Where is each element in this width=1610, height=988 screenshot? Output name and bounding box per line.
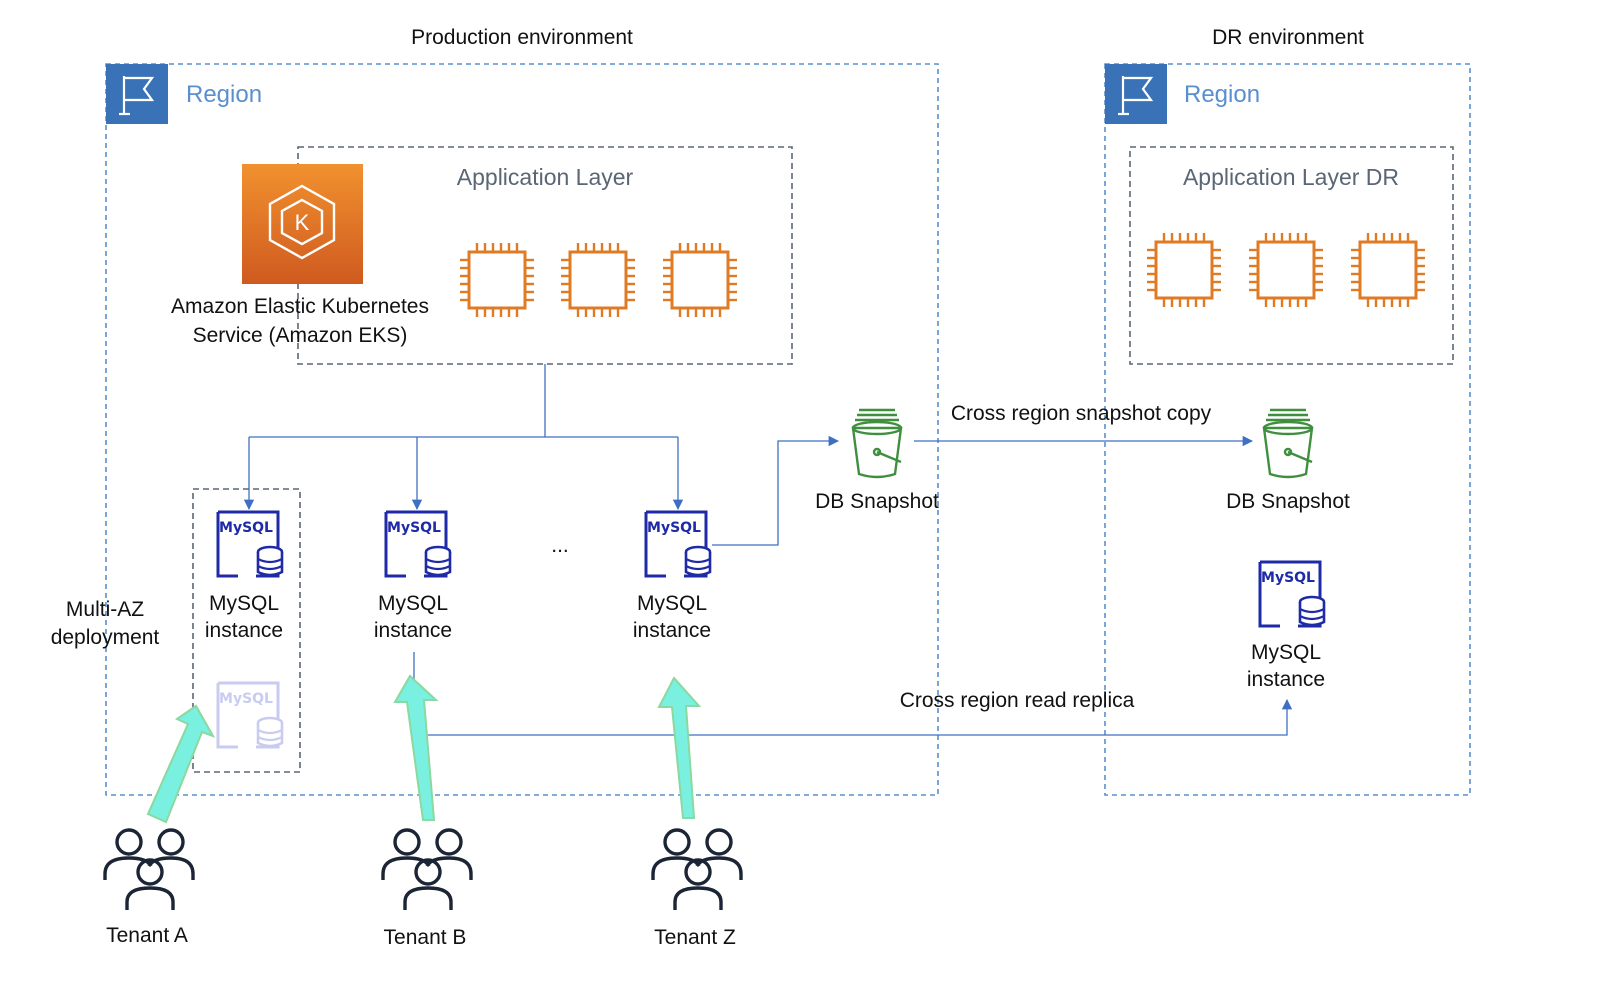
eks-service: K Amazon Elastic Kubernetes Service (Ama…: [171, 164, 429, 347]
compute-chip-icon: [1349, 231, 1427, 309]
users-icon: [651, 828, 743, 912]
mysql-label-line2: instance: [374, 619, 452, 642]
mysql-instance-b: MySQL MySQL instance: [374, 510, 452, 642]
tenant-z-label: Tenant Z: [654, 926, 736, 949]
tenant-b-label: Tenant B: [384, 926, 467, 949]
dr-region-label: Region: [1184, 81, 1260, 108]
production-region-label: Region: [186, 81, 262, 108]
tenant-a-label: Tenant A: [106, 924, 188, 947]
mysql-label-line2: instance: [1247, 668, 1325, 691]
snapshot-copy-label: Cross region snapshot copy: [951, 402, 1212, 425]
mysql-label-line2: instance: [633, 619, 711, 642]
users-icon: [103, 828, 195, 912]
eks-icon: [242, 164, 363, 284]
compute-chip-icon: [559, 241, 637, 319]
tenant-b: Tenant B: [381, 828, 473, 949]
snapshot-connectors: [712, 435, 1254, 546]
multi-az-box: Multi-AZ deployment: [51, 488, 301, 773]
tenant-b-arrow: [393, 674, 439, 821]
eks-badge-letter: K: [295, 210, 310, 235]
mysql-label-line1: MySQL: [378, 592, 448, 615]
users-icon: [381, 828, 473, 912]
tenant-a: Tenant A: [103, 828, 195, 947]
compute-chip-icon: [1145, 231, 1223, 309]
s3-bucket-icon: [1262, 408, 1314, 479]
application-layer-dr: Application Layer DR: [1129, 146, 1454, 365]
production-environment-header: Production environment: [411, 26, 633, 49]
application-layer-dr-label: Application Layer DR: [1183, 164, 1399, 190]
region-flag-icon: [104, 62, 170, 126]
eks-label-line1: Amazon Elastic Kubernetes: [171, 295, 429, 318]
multi-az-label-line2: deployment: [51, 626, 160, 649]
dr-environment-header: DR environment: [1212, 26, 1364, 49]
compute-chip-icon: [661, 241, 739, 319]
mysql-label-line1: MySQL: [637, 592, 707, 615]
tenant-z-arrow: [657, 676, 702, 819]
application-layer-label: Application Layer: [457, 164, 634, 190]
db-snapshot-dr-label: DB Snapshot: [1226, 490, 1350, 513]
mysql-standby-badge: MySQL: [219, 691, 273, 707]
s3-bucket-icon: [851, 408, 903, 479]
tenant-arrows: [146, 674, 702, 824]
compute-chip-icon: [458, 241, 536, 319]
compute-chip-icon: [1247, 231, 1325, 309]
read-replica-label: Cross region read replica: [900, 689, 1135, 712]
mysql-badge: MySQL: [219, 520, 273, 536]
multi-az-label-line1: Multi-AZ: [66, 598, 144, 621]
mysql-badge: MySQL: [647, 520, 701, 536]
mysql-label-line2: instance: [205, 619, 283, 642]
production-region: Region: [104, 62, 939, 796]
read-replica-connector: [413, 652, 1293, 736]
tenant-a-arrow: [146, 704, 216, 824]
mysql-label-line1: MySQL: [1251, 641, 1321, 664]
mysql-instance-z: MySQL MySQL instance: [633, 510, 712, 642]
dr-region: Region: [1103, 62, 1471, 796]
db-snapshot-prod: DB Snapshot: [815, 408, 939, 513]
ellipsis: ...: [551, 534, 569, 557]
mysql-label-line1: MySQL: [209, 592, 279, 615]
mysql-badge: MySQL: [387, 520, 441, 536]
tenant-z: Tenant Z: [651, 828, 743, 949]
app-to-db-connectors: [243, 364, 684, 511]
region-flag-icon: [1103, 62, 1169, 126]
mysql-badge: MySQL: [1261, 570, 1315, 586]
eks-label-line2: Service (Amazon EKS): [193, 324, 408, 347]
db-snapshot-prod-label: DB Snapshot: [815, 490, 939, 513]
db-snapshot-dr: DB Snapshot: [1226, 408, 1350, 513]
mysql-instance-dr: MySQL MySQL instance: [1247, 560, 1326, 691]
mysql-instance-a-standby: MySQL: [216, 681, 284, 749]
mysql-instance-a: MySQL MySQL instance: [205, 510, 284, 642]
